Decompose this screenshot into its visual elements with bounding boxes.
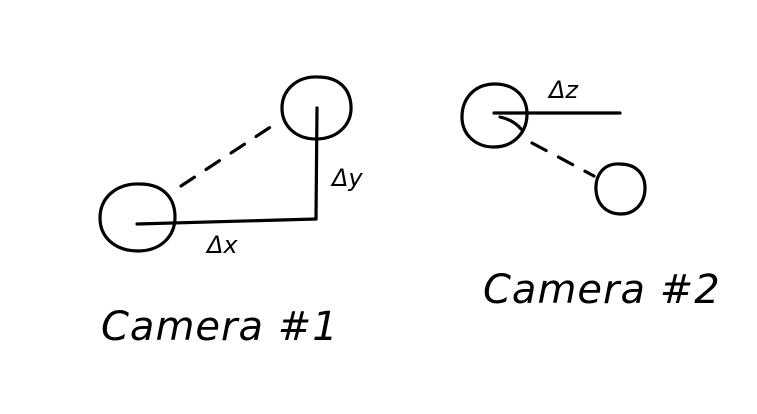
camera-2-circle-start (460, 82, 529, 149)
camera-2-caption: Camera #2 (483, 267, 721, 313)
camera-2-angle-arc (498, 115, 523, 131)
camera-1-delta-y-line (314, 106, 319, 221)
camera-1-delta-x-line (135, 217, 318, 226)
camera-1-dashed-path (179, 124, 274, 188)
camera-1-panel: Δx Δy Camera #1 (98, 75, 363, 350)
camera-1-circle-start (98, 182, 177, 253)
camera-1-delta-y-label: Δy (330, 164, 363, 192)
camera-1-caption: Camera #1 (101, 304, 339, 350)
camera-2-delta-z-label: Δz (547, 76, 579, 104)
camera-2-circle-end (594, 162, 647, 216)
camera-2-dashed-path (530, 141, 596, 178)
camera-1-delta-x-label: Δx (205, 231, 238, 259)
camera-2-panel: Δz Camera #2 (460, 76, 721, 313)
